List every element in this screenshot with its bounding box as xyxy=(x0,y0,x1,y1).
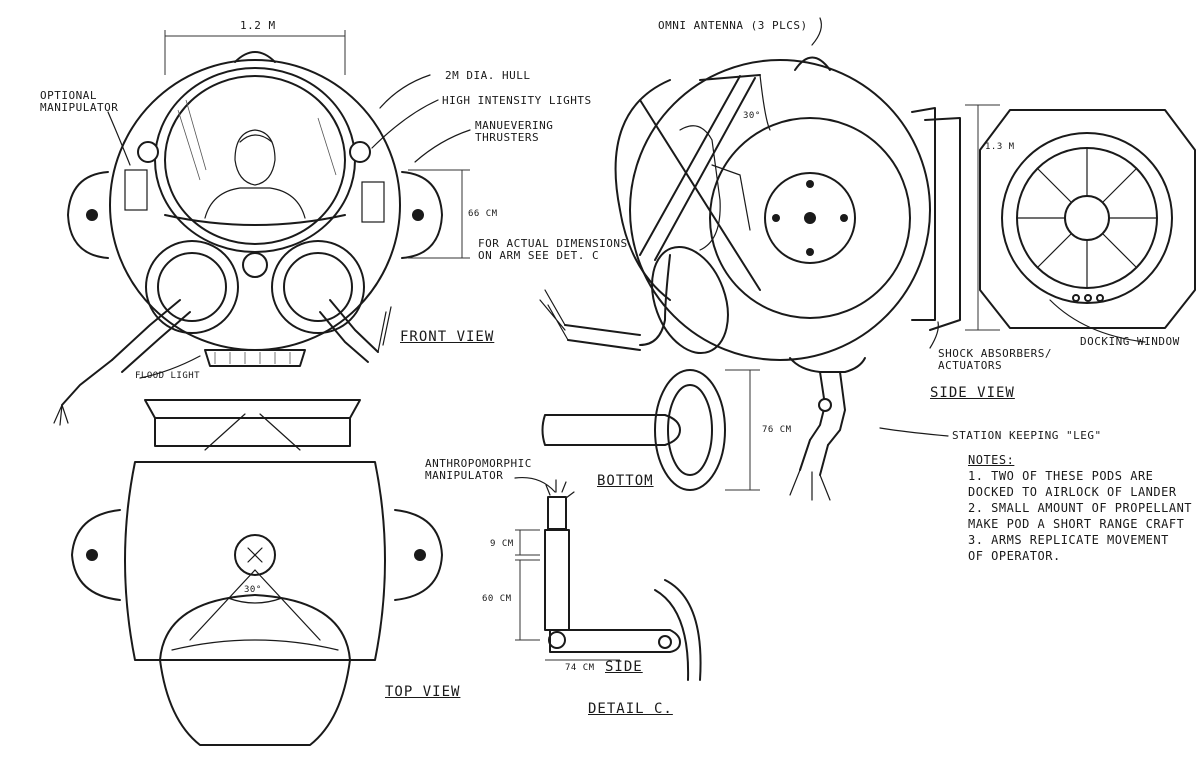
callout-shock-absorbers: SHOCK ABSORBERS/ ACTUATORS xyxy=(938,348,1052,371)
callout-anthro-line1: ANTHROPOMORPHIC xyxy=(425,457,532,470)
dim-angle-side: 30° xyxy=(743,111,761,121)
title-detail-c: DETAIL C. xyxy=(588,701,673,717)
callout-hull: 2m DIA. HULL xyxy=(445,69,531,82)
callout-docking-window: DOCKING WINDOW xyxy=(1080,335,1180,348)
callout-anthro-line2: MANIPULATOR xyxy=(425,468,504,482)
callout-station-leg: STATION KEEPING "LEG" xyxy=(952,429,1102,442)
callout-lights: HIGH INTENSITY LIGHTS xyxy=(442,94,592,107)
title-bottom-view: BOTTOM xyxy=(597,473,654,489)
callout-thrusters: MANUEVERING THRUSTERS xyxy=(475,120,553,143)
note-line-6: OF OPERATOR. xyxy=(968,549,1061,563)
title-top-view: TOP VIEW xyxy=(385,684,461,700)
callout-anthropomorphic: ANTHROPOMORPHIC MANIPULATOR xyxy=(425,458,532,481)
callout-arm-note-line2: ON ARM SEE DET. C xyxy=(478,248,600,262)
callout-shock-line2: ACTUATORS xyxy=(938,358,1003,372)
callout-optional-manipulator-line2: MANIPULATOR xyxy=(40,100,119,114)
title-side-view: SIDE VIEW xyxy=(930,385,1015,401)
dim-height-13: 1.3 m xyxy=(985,142,1015,152)
callout-thrusters-line2: THRUSTERS xyxy=(475,130,540,144)
callout-shock-line1: SHOCK ABSORBERS/ xyxy=(938,347,1052,360)
top-view-drawing xyxy=(71,399,443,746)
side-view-drawing xyxy=(539,17,1196,501)
dim-height-76: 76 cm xyxy=(762,425,792,435)
notes-block: NOTES: 1. TWO OF THESE PODS ARE DOCKED T… xyxy=(968,452,1192,564)
callout-omni-antenna: OMNI ANTENNA (3 PLCS) xyxy=(658,19,808,32)
callout-arm-note: FOR ACTUAL DIMENSIONS ON ARM SEE DET. C xyxy=(478,238,628,261)
note-line-2: DOCKED TO AIRLOCK OF LANDER xyxy=(968,485,1177,499)
detail-c-drawing xyxy=(514,476,702,681)
dim-60: 60 cm xyxy=(482,594,512,604)
dim-height-66: 66 cm xyxy=(468,209,498,219)
notes-title: NOTES: xyxy=(968,453,1015,467)
note-line-5: 3. ARMS REPLICATE MOVEMENT xyxy=(968,533,1169,547)
note-line-1: 1. TWO OF THESE PODS ARE xyxy=(968,469,1154,483)
callout-optional-manipulator-line1: OPTIONAL xyxy=(40,89,97,102)
dim-angle-top: 30° xyxy=(244,585,262,595)
front-view-drawing xyxy=(53,30,471,426)
note-line-4: MAKE POD A SHORT RANGE CRAFT xyxy=(968,517,1185,531)
title-side-small: SIDE xyxy=(605,659,643,675)
dim-9: 9 cm xyxy=(490,539,514,549)
note-line-3: 2. SMALL AMOUNT OF PROPELLANT xyxy=(968,501,1193,515)
callout-flood-light: FLOOD LIGHT xyxy=(135,371,201,381)
callout-optional-manipulator: OPTIONAL MANIPULATOR xyxy=(40,90,118,113)
dim-74: 74 cm xyxy=(565,663,595,673)
callout-thrusters-line1: MANUEVERING xyxy=(475,119,554,132)
bottom-view-drawing xyxy=(541,369,760,491)
callout-arm-note-line1: FOR ACTUAL DIMENSIONS xyxy=(478,237,628,250)
title-front-view: FRONT VIEW xyxy=(400,329,495,345)
dim-width-front: 1.2 m xyxy=(240,19,276,32)
